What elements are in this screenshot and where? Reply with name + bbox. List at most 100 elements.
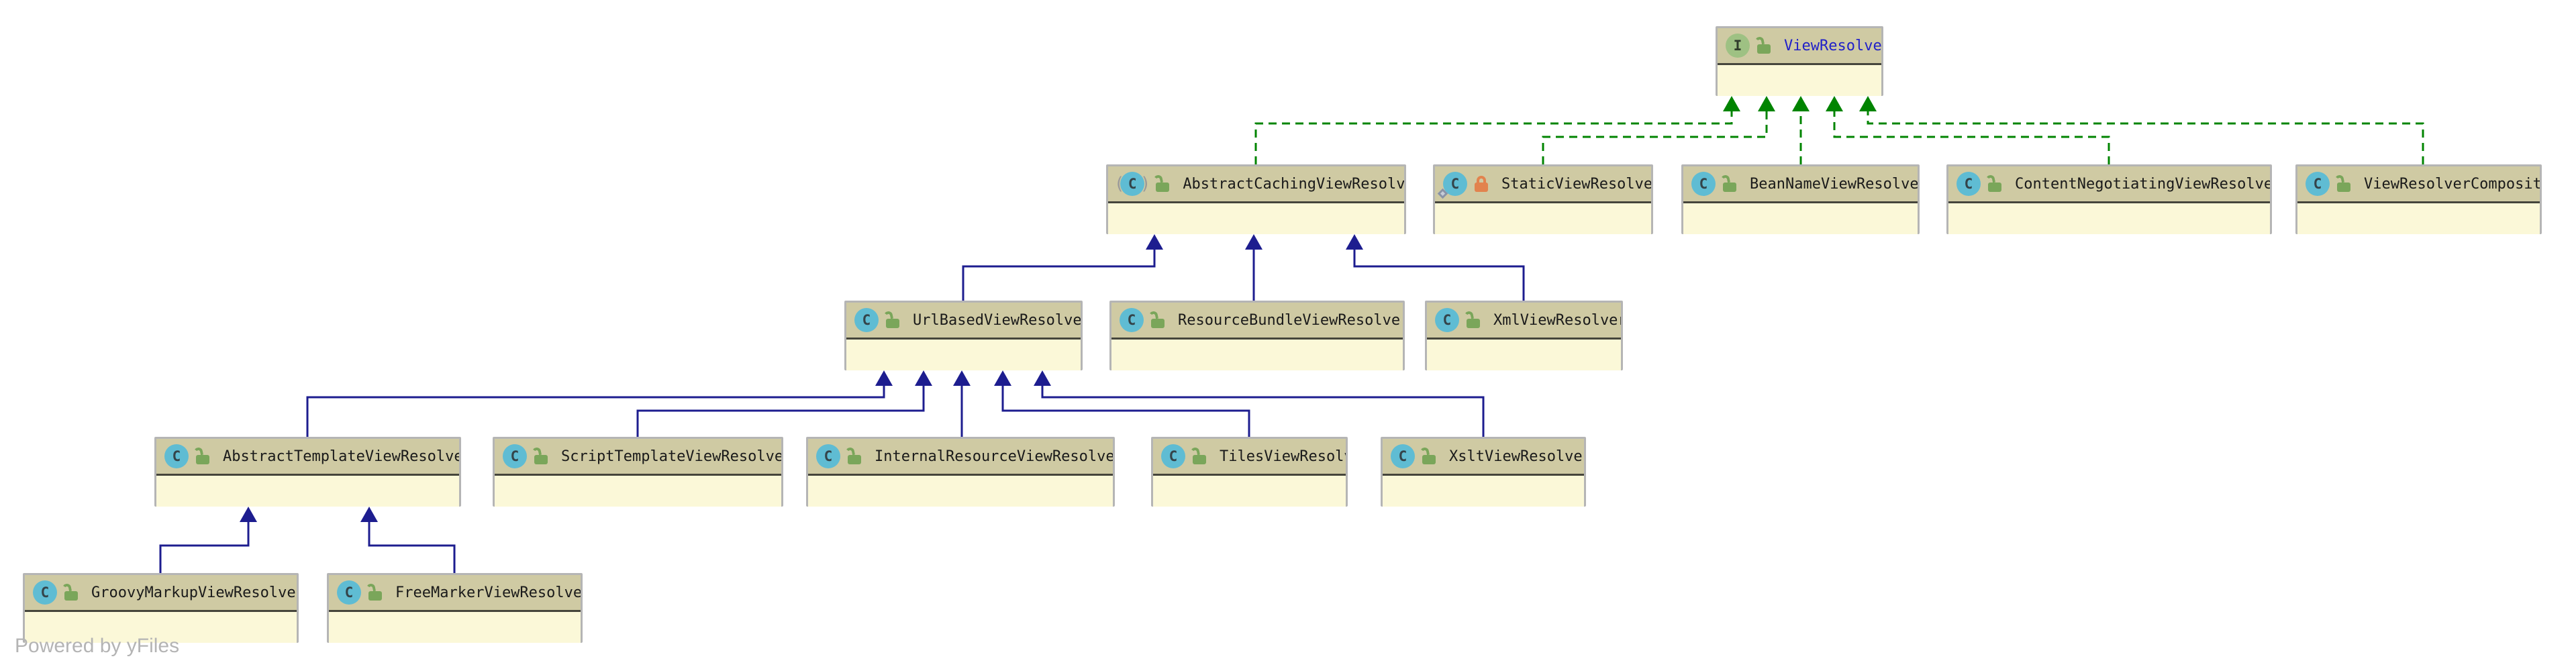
generalization-edge-groovy-markup-view-resolver-to-abstract-template-view-resolver[interactable]: [159, 507, 257, 573]
edge-line: [1001, 386, 1250, 437]
edge-arrowhead: [875, 370, 893, 386]
edge-arrowhead: [1034, 370, 1051, 386]
class-icon: C: [33, 580, 57, 605]
class-name-label: AbstractCachingViewResolver: [1183, 175, 1404, 193]
generalization-edge-resource-bundle-view-resolver-to-abstract-caching-view-resolver[interactable]: [1245, 234, 1262, 301]
class-icon: C: [33, 580, 57, 605]
lock-open-icon: [1757, 44, 1771, 54]
realization-edge-view-resolver-composite-to-view-resolver[interactable]: [1859, 96, 2424, 164]
static-class-icon: C: [1437, 172, 1467, 199]
edge-arrowhead: [953, 370, 971, 386]
class-node-view-resolver[interactable]: I ViewResolver: [1716, 26, 1883, 96]
lock-open-icon: [1422, 455, 1436, 464]
edge-arrowhead: [1146, 234, 1163, 250]
generalization-edge-script-template-view-resolver-to-url-based-view-resolver[interactable]: [636, 370, 932, 437]
node-fields-compartment: [1427, 338, 1621, 370]
node-fields-compartment: [156, 474, 459, 507]
edge-line: [1353, 250, 1525, 301]
edge-arrowhead: [1826, 96, 1843, 111]
realization-edge-static-view-resolver-to-view-resolver[interactable]: [1542, 96, 1775, 164]
class-name-label: ViewResolver: [1784, 37, 1881, 54]
edge-line: [1041, 386, 1485, 437]
lock-closed-icon: [1475, 176, 1488, 192]
class-icon: C: [1691, 172, 1716, 196]
generalization-edge-internal-resource-view-resolver-to-url-based-view-resolver[interactable]: [953, 370, 971, 437]
edge-arrowhead: [1723, 96, 1740, 111]
realization-edge-abstract-caching-view-resolver-to-view-resolver[interactable]: [1254, 96, 1740, 164]
generalization-edge-url-based-view-resolver-to-abstract-caching-view-resolver[interactable]: [962, 234, 1163, 301]
generalization-edge-free-marker-view-resolver-to-abstract-template-view-resolver[interactable]: [360, 507, 456, 573]
node-header: C ScriptTemplateViewResolver: [495, 439, 781, 474]
node-header: C StaticViewResolver: [1435, 166, 1651, 201]
class-icon: C: [1120, 308, 1144, 332]
class-node-static-view-resolver[interactable]: C StaticViewResolver: [1433, 164, 1653, 234]
node-header: (C) AbstractCachingViewResolver: [1108, 166, 1404, 201]
class-icon: C: [854, 308, 879, 332]
lock-open-icon: [196, 455, 209, 464]
generalization-edge-abstract-template-view-resolver-to-url-based-view-resolver[interactable]: [306, 370, 893, 437]
generalization-edge-xml-view-resolver-to-abstract-caching-view-resolver[interactable]: [1346, 234, 1525, 301]
class-icon: C: [1956, 172, 1981, 196]
class-icon: C: [1161, 444, 1185, 468]
class-node-view-resolver-composite[interactable]: C ViewResolverComposite: [2295, 164, 2542, 234]
abstract-class-icon: (C): [1116, 172, 1148, 196]
interface-icon: I: [1726, 34, 1750, 58]
class-icon: C: [503, 444, 527, 468]
node-header: C FreeMarkerViewResolver: [329, 575, 581, 610]
realization-edge-bean-name-view-resolver-to-view-resolver[interactable]: [1792, 96, 1810, 164]
class-icon: C: [503, 444, 527, 468]
class-name-label: ViewResolverComposite: [2364, 175, 2540, 193]
class-icon: C: [1435, 308, 1459, 332]
lock-open-icon: [2337, 183, 2350, 192]
class-node-free-marker-view-resolver[interactable]: C FreeMarkerViewResolver: [327, 573, 583, 643]
edge-line: [368, 522, 456, 573]
class-icon: C: [1120, 172, 1145, 196]
realization-edge-content-negotiating-view-resolver-to-view-resolver[interactable]: [1826, 96, 2110, 164]
node-fields-compartment: [1383, 474, 1584, 507]
class-icon: C: [164, 444, 189, 468]
class-icon: C: [1691, 172, 1716, 196]
class-node-abstract-caching-view-resolver[interactable]: (C) AbstractCachingViewResolver: [1106, 164, 1406, 234]
lock-open-icon: [534, 455, 548, 464]
edge-arrowhead: [915, 370, 932, 386]
class-name-label: FreeMarkerViewResolver: [395, 584, 581, 601]
edge-line: [1833, 111, 2110, 164]
node-fields-compartment: [1718, 63, 1881, 96]
class-name-label: AbstractTemplateViewResolver: [223, 448, 459, 465]
class-node-abstract-template-view-resolver[interactable]: C AbstractTemplateViewResolver: [154, 437, 461, 507]
node-fields-compartment: [1108, 201, 1404, 234]
generalization-edge-tiles-view-resolver-to-url-based-view-resolver[interactable]: [994, 370, 1250, 437]
class-node-script-template-view-resolver[interactable]: C ScriptTemplateViewResolver: [493, 437, 783, 507]
node-header: C AbstractTemplateViewResolver: [156, 439, 459, 474]
edge-arrowhead: [1792, 96, 1810, 111]
class-icon: C: [1443, 172, 1467, 196]
class-icon: C: [2306, 172, 2330, 196]
generalization-edge-xslt-view-resolver-to-url-based-view-resolver[interactable]: [1034, 370, 1485, 437]
interface-icon: I: [1726, 34, 1750, 58]
edge-line: [636, 386, 925, 437]
lock-open-icon: [886, 319, 899, 328]
class-node-tiles-view-resolver[interactable]: CTilesViewResolver: [1151, 437, 1348, 507]
class-name-label: StaticViewResolver: [1501, 175, 1651, 193]
lock-open-icon: [1467, 319, 1480, 328]
abstract-paren: ): [1142, 174, 1149, 194]
node-fields-compartment: [1948, 201, 2270, 234]
edge-arrowhead: [1758, 96, 1775, 111]
node-fields-compartment: [329, 610, 581, 643]
edge-arrowhead: [1245, 234, 1262, 250]
class-name-label: ScriptTemplateViewResolver: [561, 448, 781, 465]
class-icon: C: [337, 580, 361, 605]
edge-line: [1254, 111, 1733, 164]
class-icon: C: [1120, 308, 1144, 332]
